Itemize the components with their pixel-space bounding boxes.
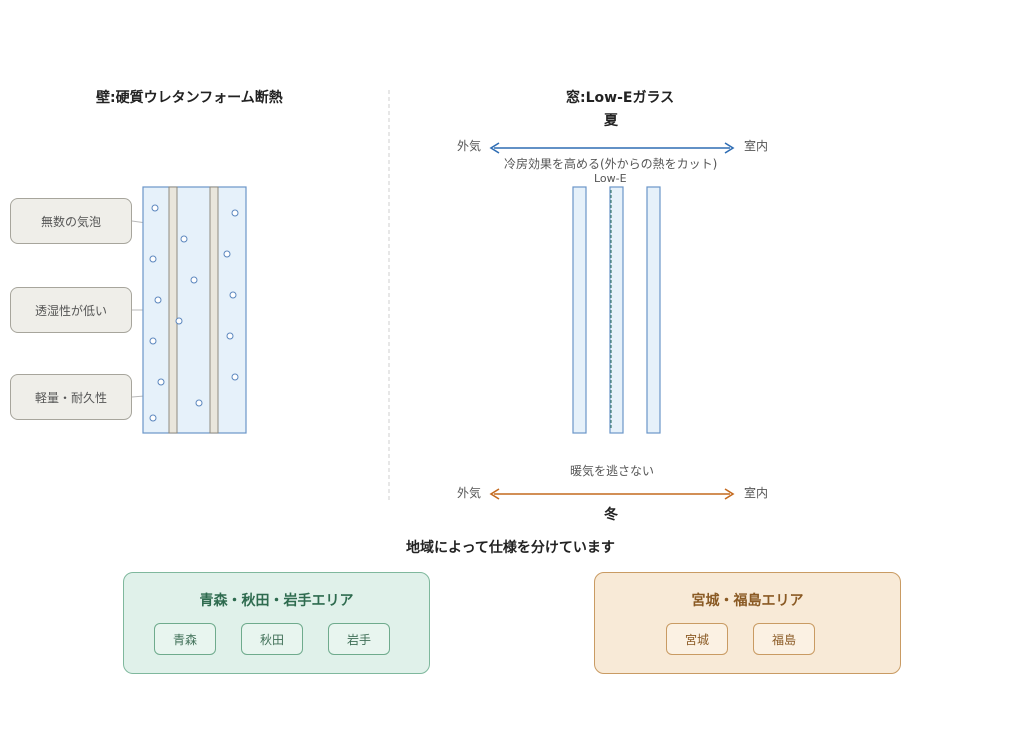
region-chip-fukushima: 福島 (753, 623, 815, 655)
region-south-card: 宮城・福島エリア 宮城 福島 (594, 572, 901, 674)
wall-label-moisture: 透湿性が低い (10, 287, 132, 333)
winter-arrow (489, 488, 735, 500)
wall-label-light: 軽量・耐久性 (10, 374, 132, 420)
region-chip-miyagi: 宮城 (666, 623, 728, 655)
summer-note: 冷房効果を高める(外からの熱をカット) (504, 157, 718, 171)
wall-title: 壁:硬質ウレタンフォーム断熱 (96, 90, 283, 106)
region-chip-akita: 秋田 (241, 623, 303, 655)
low-e-label: Low-E (594, 172, 627, 185)
summer-label: 夏 (604, 113, 618, 129)
region-chip-iwate: 岩手 (328, 623, 390, 655)
regions-heading: 地域によって仕様を分けています (406, 540, 615, 556)
winter-note: 暖気を逃さない (570, 464, 655, 478)
glass-panes (572, 186, 661, 434)
region-north-title: 青森・秋田・岩手エリア (199, 593, 354, 609)
air-bubbles (149, 204, 239, 422)
wall-panel (142, 186, 247, 434)
summer-inside-label: 室内 (744, 139, 769, 153)
summer-outside-label: 外気 (457, 139, 482, 153)
region-chip-aomori: 青森 (154, 623, 216, 655)
wall-label-bubbles: 無数の気泡 (10, 198, 132, 244)
region-north-card: 青森・秋田・岩手エリア 青森 秋田 岩手 (123, 572, 430, 674)
winter-label: 冬 (604, 507, 618, 523)
window-title: 窓:Low-Eガラス (566, 90, 675, 106)
winter-inside-label: 室内 (744, 486, 769, 500)
region-south-title: 宮城・福島エリア (691, 593, 804, 609)
summer-arrow (489, 142, 735, 154)
winter-outside-label: 外気 (457, 486, 482, 500)
